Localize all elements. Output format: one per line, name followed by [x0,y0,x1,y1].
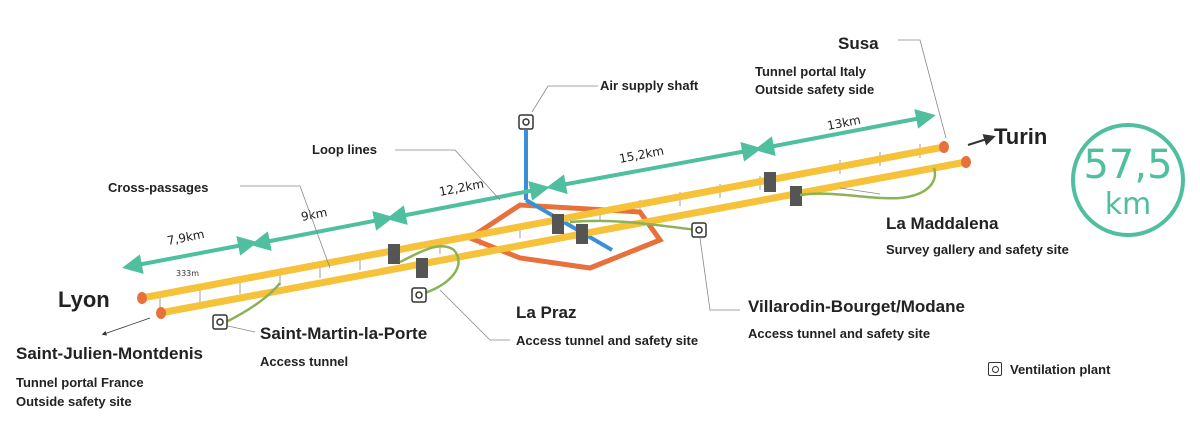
access-tunnels [225,167,937,324]
length-value: 57,5 [1083,142,1172,188]
ventilation-plant-icon [988,362,1002,376]
portal-turin-north [939,141,949,153]
length-unit: km [1105,187,1152,222]
tunnel-tube-north [138,143,948,302]
stmartin-subtitle: Access tunnel [260,354,349,369]
stmartin-title: Saint-Martin-la-Porte [260,324,428,343]
portal-france-line1: Tunnel portal France [16,375,144,390]
portal-italy-line2: Outside safety side [755,82,875,97]
ventilation-plant-icon [212,114,707,330]
cross-passages [159,144,921,310]
susa-label: Susa [838,34,879,53]
distance-label: 7,9km [166,227,206,248]
length-badge [1071,123,1185,237]
air-supply-label: Air supply shaft [600,78,699,93]
maddalena-subtitle: Survey gallery and safety site [886,242,1069,257]
portal-italy-line1: Tunnel portal Italy [755,64,866,79]
portal-france-line2: Outside safety site [16,394,132,409]
turin-label: Turin [994,124,1048,149]
leader-lines [227,39,947,341]
stjulien-title: Saint-Julien-Montdenis [16,344,203,363]
legend-label: Ventilation plant [1010,362,1111,377]
cross-passages-label: Cross-passages [108,180,209,195]
distance-label: 15,2km [618,144,665,166]
tunnel-tube-south [156,158,970,317]
lapraz-title: La Praz [516,303,577,322]
portal-lyon-north [137,292,147,304]
portal-lyon-south [156,307,166,319]
maddalena-title: La Maddalena [886,214,999,233]
villarodin-title: Villarodin-Bourget/Modane [748,297,965,316]
distance-label: 13km [826,113,862,133]
loop-lines-label: Loop lines [312,142,377,157]
distance-label: 12,2km [438,177,485,199]
dimension-arrows [122,109,936,274]
safety-blocks [388,172,802,278]
spacing-label: 333m [176,269,199,278]
lapraz-subtitle: Access tunnel and safety site [516,333,699,348]
lyon-label: Lyon [58,287,110,312]
turin-arrow [967,134,996,146]
distance-label: 9km [300,205,328,224]
lyon-portal-arrow [101,317,151,336]
portal-turin-south [961,156,971,168]
villarodin-subtitle: Access tunnel and safety site [748,326,931,341]
